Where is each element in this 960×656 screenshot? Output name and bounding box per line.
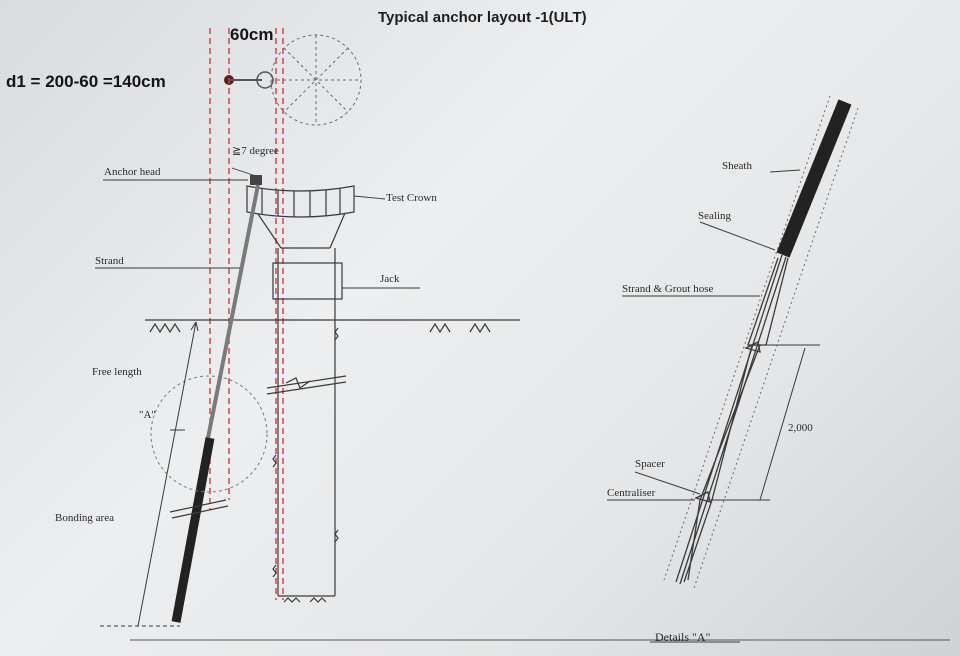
pile-plan-dot [256,71,274,89]
red-guide-lines [209,28,284,600]
d1-annotation: d1 = 200-60 =140cm [6,72,166,91]
spacer-label: Spacer [635,458,665,470]
label-leaders [95,167,420,289]
sealing-label: Sealing [698,210,731,222]
pile-shaft [266,248,347,597]
spacing-dimension-label: 2,000 [788,422,813,434]
strand-label: Strand [95,255,124,267]
pile-plan-view [270,34,362,126]
jack-label: Jack [380,273,400,285]
bonding-area-label: Bonding area [55,512,114,524]
anchor-head-block [250,175,262,185]
ground-line [145,319,520,334]
detail-a-circle [150,375,268,493]
detail-sheath-bar [776,99,852,258]
width-annotation: 60cm [230,25,274,44]
detail-a-drawing [607,95,859,643]
length-dimension [100,321,199,627]
details-a-label: Details "A" [655,630,711,644]
free-length-label: Free length [92,366,142,378]
test-crown [246,185,355,249]
strand-line [206,184,260,439]
jack-body [272,262,343,300]
test-crown-label: Test Crown [386,192,437,204]
anchor-head-label: Anchor head [104,166,161,178]
sheath-label: Sheath [722,160,752,172]
pile-tick-marks [272,327,339,603]
detail-ref-label: "A" [139,409,156,421]
anchor-break-mark [169,499,229,519]
drawing-title: Typical anchor layout -1(ULT) [378,9,587,26]
centraliser-label: Centraliser [607,487,656,499]
bonded-anchor-bar [171,437,215,623]
angle-label: ≧7 degree [232,145,279,157]
strand-grout-hose-label: Strand & Grout hose [622,283,714,295]
